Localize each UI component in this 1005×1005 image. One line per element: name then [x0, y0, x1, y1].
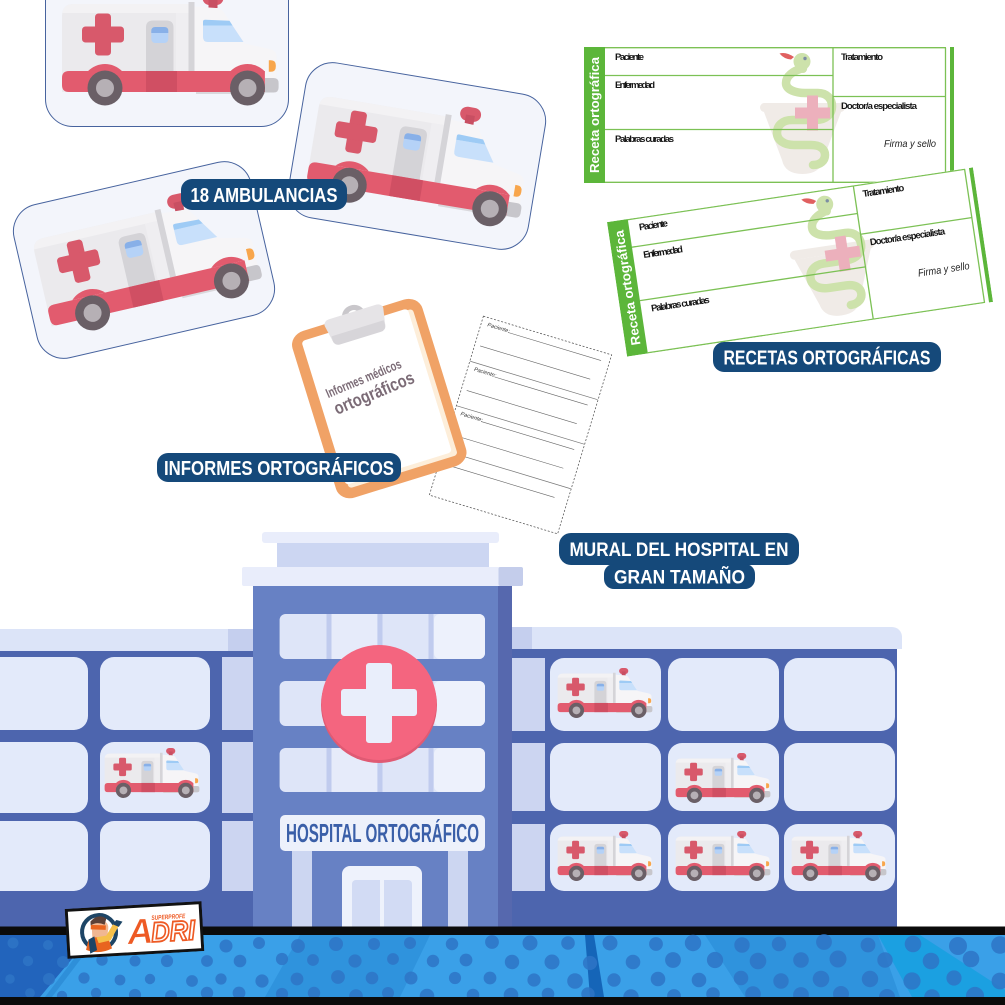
svg-text:Enfermedad: Enfermedad	[615, 80, 655, 91]
svg-text:Paciente: Paciente	[638, 218, 668, 233]
svg-text:Tratamiento: Tratamiento	[841, 52, 883, 63]
svg-text:Receta ortográfica: Receta ortográfica	[587, 56, 602, 173]
svg-text:SUPERPROFE: SUPERPROFE	[151, 913, 186, 922]
svg-text:MURAL DEL HOSPITAL EN: MURAL DEL HOSPITAL EN	[570, 540, 789, 561]
svg-text:DRI: DRI	[150, 914, 197, 948]
svg-text:HOSPITAL ORTOGRÁFICO: HOSPITAL ORTOGRÁFICO	[286, 818, 479, 848]
svg-text:Palabras curadas: Palabras curadas	[615, 134, 674, 145]
svg-text:A: A	[125, 910, 154, 952]
svg-text:18 AMBULANCIAS: 18 AMBULANCIAS	[191, 184, 338, 207]
svg-text:Doctor/a especialista: Doctor/a especialista	[869, 226, 946, 248]
svg-text:Enfermedad: Enfermedad	[643, 244, 684, 261]
svg-text:RECETAS ORTOGRÁFICAS: RECETAS ORTOGRÁFICAS	[724, 346, 931, 369]
svg-text:Firma y sello: Firma y sello	[884, 138, 936, 150]
svg-text:Tratamiento: Tratamiento	[862, 183, 905, 200]
svg-text:INFORMES ORTOGRÁFICOS: INFORMES ORTOGRÁFICOS	[164, 457, 394, 480]
svg-text:Doctor/a especialista: Doctor/a especialista	[841, 101, 918, 112]
svg-text:Paciente: Paciente	[615, 52, 644, 63]
svg-text:GRAN TAMAÑO: GRAN TAMAÑO	[614, 566, 745, 588]
svg-text:Firma y sello: Firma y sello	[917, 260, 970, 280]
